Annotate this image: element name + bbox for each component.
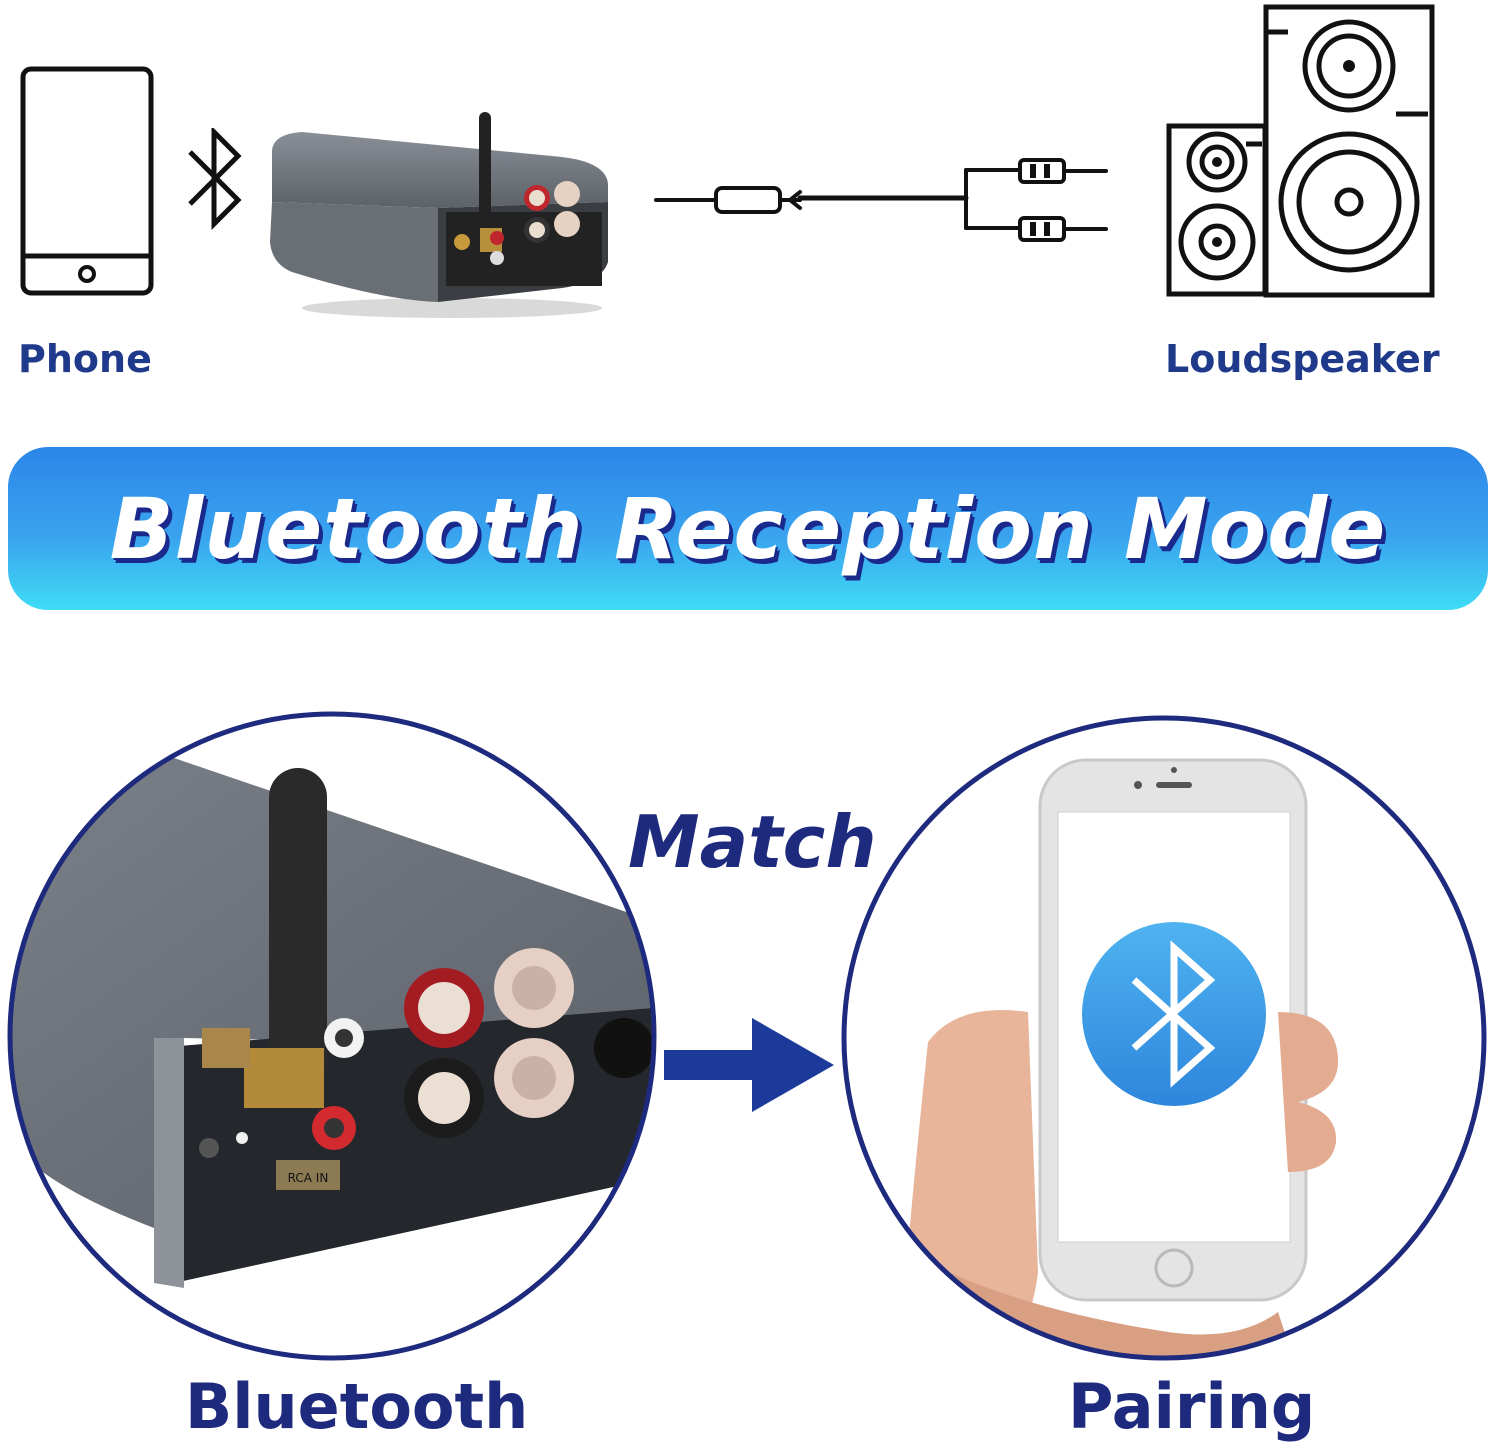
phone-outline-icon xyxy=(20,66,154,296)
arrow-right-icon xyxy=(664,1018,834,1112)
phone-label: Phone xyxy=(18,337,152,381)
bluetooth-label: Bluetooth xyxy=(185,1370,529,1443)
amplifier-device-image xyxy=(270,112,608,318)
phone-pairing-circle xyxy=(841,715,1487,1361)
mode-banner: Bluetooth Reception Mode xyxy=(8,447,1488,610)
device-closeup-circle: RCA IN xyxy=(7,711,657,1361)
audio-cable-icon xyxy=(654,158,1108,242)
loudspeaker-icon xyxy=(1166,4,1435,298)
pairing-label: Pairing xyxy=(1068,1370,1316,1443)
match-text: Match xyxy=(628,800,877,884)
bluetooth-icon xyxy=(188,128,242,230)
loudspeaker-label: Loudspeaker xyxy=(1165,337,1440,381)
rca-in-text: RCA IN xyxy=(288,1171,329,1185)
banner-title: Bluetooth Reception Mode xyxy=(109,479,1387,578)
